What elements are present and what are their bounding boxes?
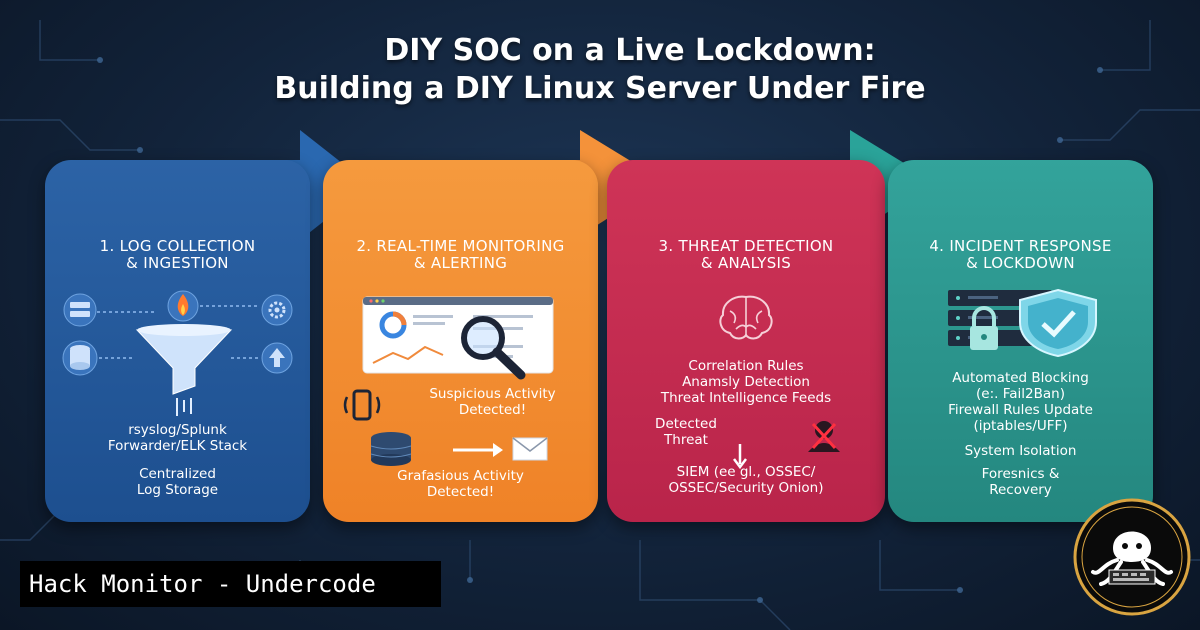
stage-3-methods: Correlation Rules Anamsly Detection Thre… (607, 358, 885, 406)
notify-flow-illustration (370, 432, 548, 466)
stage-2-panel: 2. REAL-TIME MONITORING & ALERTING Suspi… (323, 160, 598, 522)
database-icon (370, 432, 412, 466)
stage-1-tools: rsyslog/Splunk Forwarder/ELK Stack (45, 422, 310, 454)
stage-4-forensics: Foresnics & Recovery (888, 466, 1153, 498)
gear-icon (261, 294, 293, 326)
stage-4-isolation: System Isolation (964, 443, 1077, 459)
lock-icon (970, 306, 998, 350)
stage-2-alert-a-line-1: Suspicious Activity (429, 386, 556, 402)
stage-1-heading-line-2: & INGESTION (126, 254, 229, 272)
stage-3-siem-line-1: SIEM (ee gl., OSSEC/ (676, 464, 816, 480)
brain-icon (719, 295, 773, 340)
funnel-icon (135, 324, 233, 395)
stage-2-heading-line-2: & ALERTING (413, 254, 508, 272)
stage-4-forensics-line-1: Foresnics & (981, 466, 1060, 482)
stage-4-actions: Automated Blocking (e:. Fail2Ban) Firewa… (888, 370, 1153, 434)
page-title: DIY SOC on a Live Lockdown: Building a D… (0, 32, 1200, 108)
stage-1-storage-line-2: Log Storage (136, 482, 219, 498)
stage-4-heading: 4. INCIDENT RESPONSE & LOCKDOWN (888, 238, 1153, 272)
stage-4-actions-line-3: Firewall Rules Update (948, 402, 1093, 418)
monitoring-dashboard-illustration (362, 296, 554, 380)
stage-1-panel: 1. LOG COLLECTION & INGESTION (45, 160, 310, 522)
stage-3-methods-line-2: Anamsly Detection (682, 374, 810, 390)
stage-1-heading-line-1: 1. LOG COLLECTION (99, 237, 256, 255)
stage-2-alert-a: Suspicious Activity Detected! (355, 386, 630, 418)
stage-3-heading-line-2: & ANALYSIS (700, 254, 792, 272)
phone-alert-icon (343, 389, 381, 421)
stage-1-tools-line-2: Forwarder/ELK Stack (107, 438, 248, 454)
arrow-right-icon (453, 443, 503, 457)
stage-3-methods-line-1: Correlation Rules (688, 358, 804, 374)
stage-4-heading-line-1: 4. INCIDENT RESPONSE (929, 237, 1112, 255)
stage-2-alert-a-line-2: Detected! (458, 402, 527, 418)
stage-4-actions-line-4: (iptables/UFF) (973, 418, 1068, 434)
stage-3-detected-line-1: Detected (655, 416, 717, 432)
stage-4-forensics-line-2: Recovery (989, 482, 1052, 498)
stage-1-heading: 1. LOG COLLECTION & INGESTION (45, 238, 310, 272)
stage-2-alert-b: Grafasious Activity Detected! (323, 468, 598, 500)
shield-check-icon (1019, 288, 1097, 358)
title-line-1: DIY SOC on a Live Lockdown: (384, 33, 876, 68)
stage-2-alert-b-line-1: Grafasious Activity (397, 468, 524, 484)
stage-3-methods-line-3: Threat Intelligence Feeds (660, 390, 832, 406)
stage-3-siem: SIEM (ee gl., OSSEC/ OSSEC/Security Onio… (607, 464, 885, 496)
upload-icon (261, 342, 293, 374)
magnifier-icon (461, 316, 526, 380)
lockdown-illustration (948, 288, 1097, 358)
title-line-2: Building a DIY Linux Server Under Fire (274, 71, 926, 106)
stage-2-heading-line-1: 2. REAL-TIME MONITORING (356, 237, 565, 255)
hacker-icon (808, 421, 840, 452)
stage-3-detected-line-2: Threat (664, 432, 708, 448)
stage-3-panel: 3. THREAT DETECTION & ANALYSIS Correlati… (607, 160, 885, 522)
stage-3-heading-line-1: 3. THREAT DETECTION (658, 237, 834, 255)
stage-4-panel: 4. INCIDENT RESPONSE & LOCKDOWN Automate… (888, 160, 1153, 522)
arrow-down-icon (733, 444, 747, 470)
stage-4-actions-line-1: Automated Blocking (952, 370, 1089, 386)
stage-3-detected-label: Detected Threat (547, 416, 825, 448)
brand-badge: Hack Monitor - Undercode (20, 561, 441, 607)
stage-3-heading: 3. THREAT DETECTION & ANALYSIS (607, 238, 885, 272)
fire-icon (167, 290, 199, 322)
log-ingestion-illustration (62, 290, 293, 416)
octopus-logo-icon (1073, 498, 1191, 616)
stage-2-heading: 2. REAL-TIME MONITORING & ALERTING (323, 238, 598, 272)
server-icon (63, 293, 97, 327)
stage-3-siem-line-2: OSSEC/Security Onion) (668, 480, 824, 496)
stage-2-alert-b-line-2: Detected! (426, 484, 495, 500)
stage-4-heading-line-2: & LOCKDOWN (966, 254, 1075, 272)
dashboard-icon (362, 296, 554, 374)
stage-1-tools-line-1: rsyslog/Splunk (128, 422, 227, 438)
mail-icon (512, 437, 548, 461)
database-icon (62, 340, 98, 376)
stage-1-storage: Centralized Log Storage (45, 466, 310, 498)
stage-1-storage-line-1: Centralized (139, 466, 216, 482)
stage-4-actions-line-2: (e:. Fail2Ban) (976, 386, 1065, 402)
